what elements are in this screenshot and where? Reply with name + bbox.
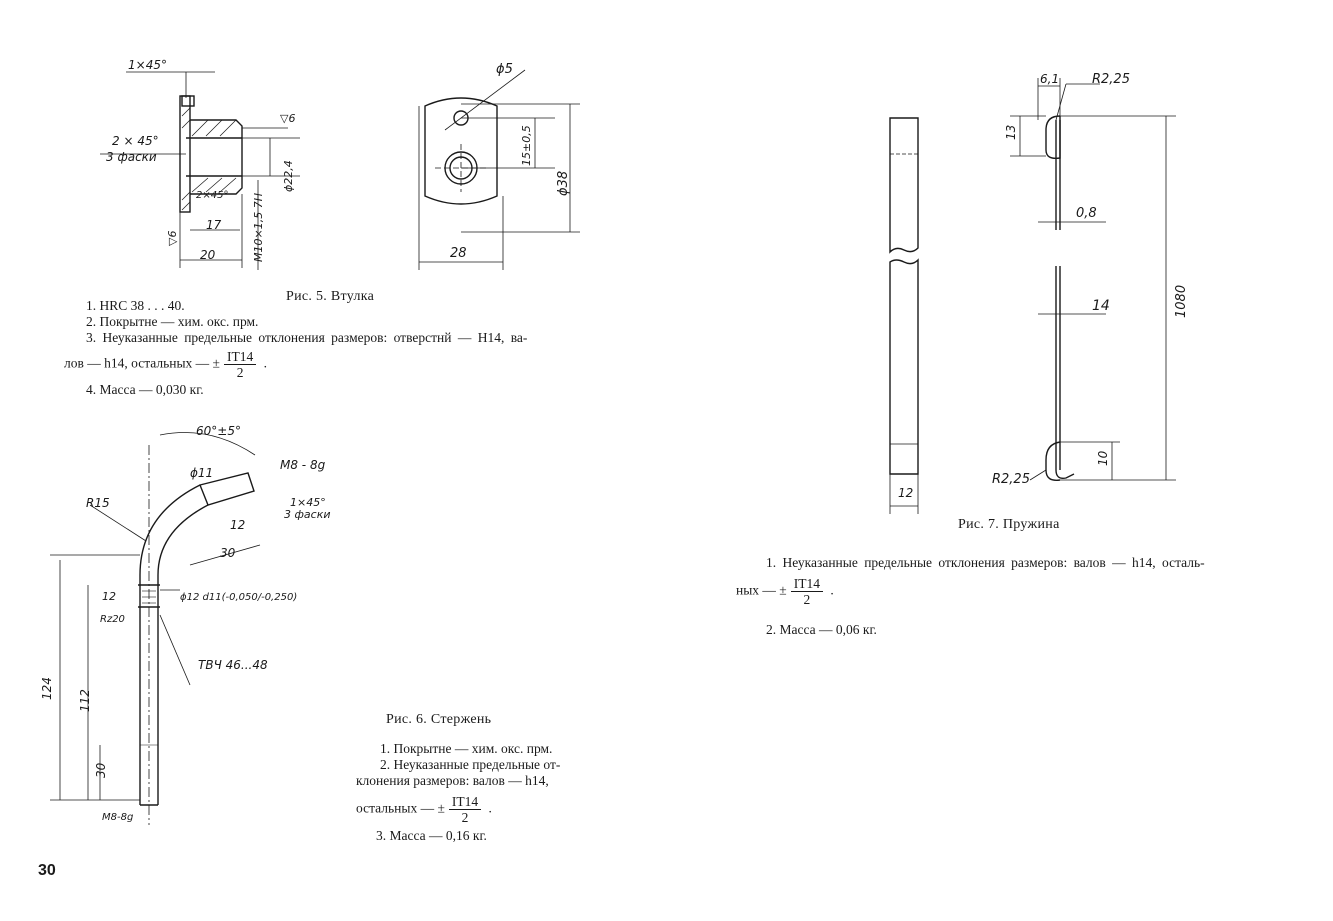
fig7-caption: Рис. 7. Пружина	[958, 517, 1060, 532]
fig5-note-3a: 3. Неуказанные предельные отклонения раз…	[86, 330, 528, 345]
fig7-dim-61: 6,1	[1040, 72, 1060, 86]
fig6-dim-d12: ϕ12 d11(-0,050/-0,250)	[180, 592, 298, 603]
fig7-dim-08: 0,8	[1076, 206, 1097, 221]
fig5-note-2: 2. Покрытне — хим. окс. прм.	[86, 314, 259, 329]
fig6-caption: Рис. 6. Стержень	[386, 712, 492, 727]
fig7-dim-12: 12	[898, 486, 914, 500]
fig5-dim-38: ϕ38	[556, 170, 571, 196]
fig7-dim-1080: 1080	[1174, 284, 1189, 318]
fig5-dim-thread: М10×1,5 7Н	[252, 193, 265, 262]
fig5-rough1: ▽6	[280, 112, 296, 125]
fig6-dim-12-left: 12	[102, 590, 116, 603]
fig7-dim-13: 13	[1004, 124, 1018, 140]
fig6-dim-12-top: 12	[230, 518, 246, 532]
page-number: 30	[38, 862, 56, 879]
fig5-dim-chamfer-left: 2 × 45°	[112, 134, 159, 148]
fig6-rz: Rz20	[100, 614, 125, 625]
fig5-dim-28: 28	[450, 246, 467, 261]
fig5-caption: Рис. 5. Втулка	[286, 289, 375, 304]
fig6-dim-chamfer2: 3 фаски	[284, 508, 331, 521]
fig7-frac-num: IT14	[790, 576, 823, 592]
fig6-dim-d11: ϕ11	[190, 466, 214, 480]
fig7-frac-den: 2	[803, 592, 811, 607]
fig6-dim-124: 124	[40, 677, 54, 700]
fig5-dim-hole: ϕ5	[496, 62, 513, 77]
fig6-dim-angle: 60°±5°	[196, 424, 241, 438]
fig5-note-3b-text: лов — h14, остальных — ±	[64, 355, 220, 371]
fig5-dim-chamfer-left2: 3 фаски	[106, 150, 157, 164]
fig6-dim-chamfer: 1×45°	[290, 496, 326, 509]
fig6-dim-30-top: 30	[220, 546, 236, 560]
fig6-dim-30-bottom: 30	[94, 762, 108, 778]
fig5-note-1: 1. HRC 38 . . . 40.	[86, 298, 185, 313]
fig5-dim-pos: 15±0,5	[520, 125, 533, 166]
fig7-dim-r-top: R2,25	[1092, 72, 1130, 87]
fig6-dim-112: 112	[78, 689, 92, 712]
fig5-dim-20: 20	[200, 248, 216, 262]
fig6-note-2b: клонения размеров: валов — h14,	[356, 773, 549, 788]
fig7-note-1a: 1. Неуказанные предельные отклонения раз…	[766, 555, 1205, 570]
fig7-dim-r-bottom: R2,25	[992, 472, 1030, 487]
fig6-frac-den: 2	[461, 810, 469, 825]
fig7-note-1b-text: ных — ±	[736, 582, 787, 598]
fig7-dim-14: 14	[1092, 298, 1110, 314]
fig5-bushing-plan	[418, 69, 580, 270]
fig5-rough2: ▽6	[166, 230, 179, 246]
fig6-dim-thread-bottom: М8-8g	[102, 812, 134, 823]
fig5-note-4: 4. Масса — 0,030 кг.	[86, 382, 204, 397]
fig5-frac-den: 2	[236, 365, 244, 380]
fig5-bushing-section	[100, 71, 300, 270]
fig6-rod-drawing	[50, 432, 261, 825]
fig5-dim-dia: ϕ22,4	[282, 160, 295, 192]
fig6-note-3: 3. Масса — 0,16 кг.	[376, 828, 487, 843]
fig6-hardness: ТВЧ 46...48	[198, 658, 268, 672]
fig7-dim-10: 10	[1096, 450, 1110, 466]
fig5-dim-17: 17	[206, 218, 222, 232]
fig6-dim-thread-top: М8 - 8g	[280, 458, 326, 472]
fig7-spring-side	[1010, 78, 1176, 481]
fig6-note-2a: 2. Неуказанные предельные от-	[380, 757, 561, 772]
fig6-dim-r15: R15	[86, 496, 110, 510]
fig5-dim-chamfer-top: 1×45°	[128, 58, 167, 72]
fig6-frac-num: IT14	[448, 794, 482, 810]
fig6-note-1: 1. Покрытне — хим. окс. прм.	[380, 741, 553, 756]
fig7-spring-flat	[889, 117, 919, 514]
fig5-frac-num: IT14	[223, 349, 257, 365]
fig5-dim-chamfer-inner: 2×45°	[196, 190, 229, 201]
fig6-note-2c-text: остальных — ±	[356, 800, 445, 816]
fig7-note-2: 2. Масса — 0,06 кг.	[766, 622, 877, 637]
